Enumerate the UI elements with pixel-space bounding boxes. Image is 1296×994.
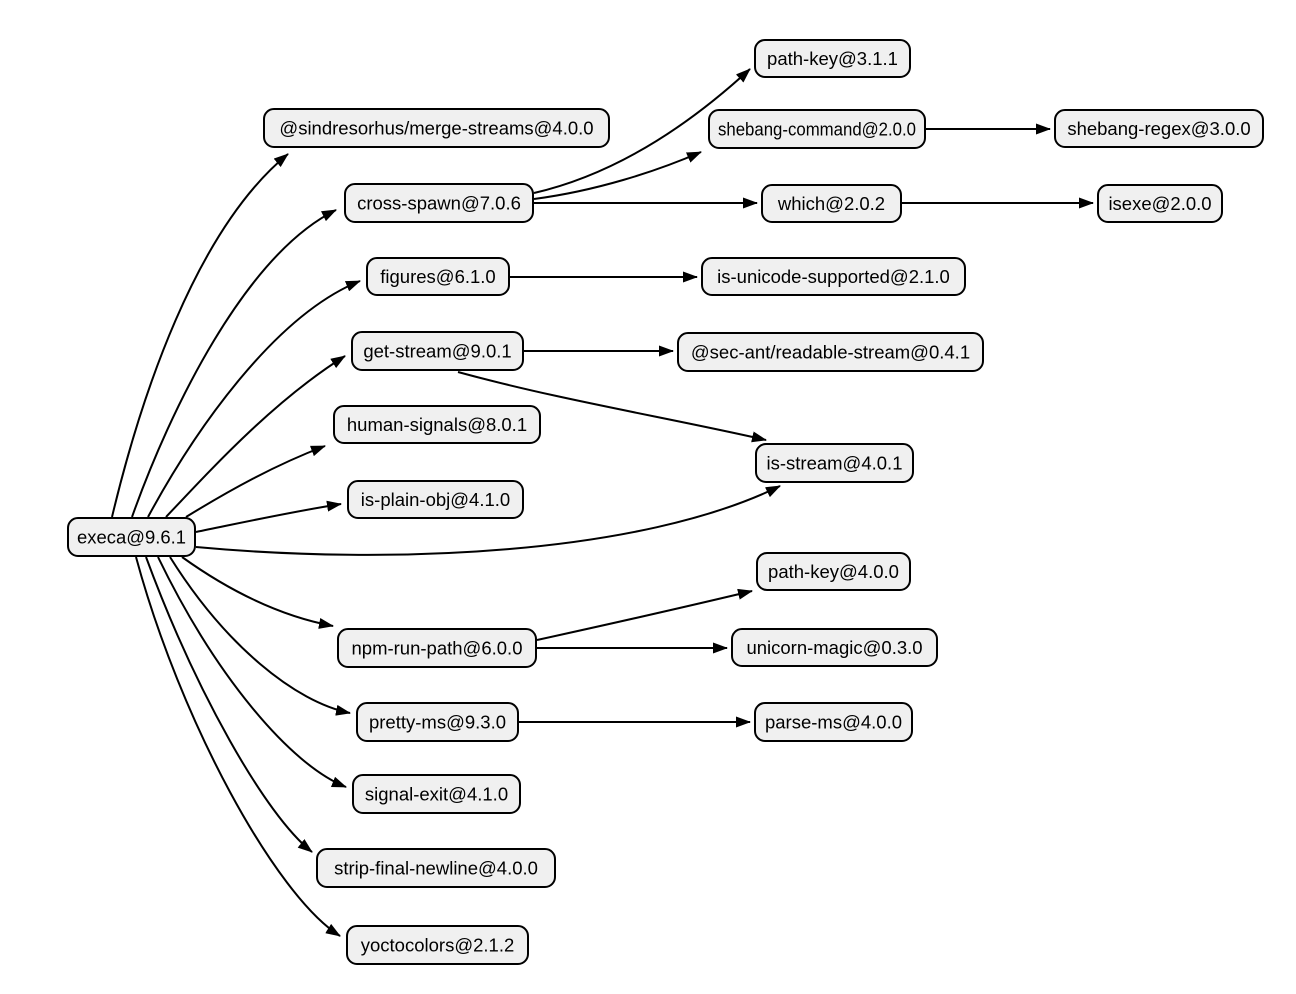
- node-label: figures@6.1.0: [380, 266, 495, 287]
- node-box[interactable]: [754, 702, 913, 742]
- graph-node-npm-run-path[interactable]: npm-run-path@6.0.0: [337, 628, 537, 668]
- graph-node-path-key-4[interactable]: path-key@4.0.0: [756, 552, 911, 591]
- graph-node-shebang-regex[interactable]: shebang-regex@3.0.0: [1054, 109, 1264, 148]
- node-box[interactable]: [263, 108, 610, 148]
- node-label: pretty-ms@9.3.0: [369, 712, 506, 733]
- node-label: execa@9.6.1: [77, 527, 186, 548]
- edge-get-stream-to-is-stream: [457, 371, 767, 443]
- node-label: yoctocolors@2.1.2: [361, 935, 515, 956]
- graph-node-unicorn-magic[interactable]: unicorn-magic@0.3.0: [731, 628, 938, 667]
- graph-node-path-key-3[interactable]: path-key@3.1.1: [754, 39, 911, 78]
- node-box[interactable]: [761, 184, 902, 223]
- node-box[interactable]: [346, 925, 529, 965]
- node-label: npm-run-path@6.0.0: [352, 638, 523, 659]
- graph-node-is-unicode-supported[interactable]: is-unicode-supported@2.1.0: [701, 257, 966, 296]
- node-label: @sec-ant/readable-stream@0.4.1: [691, 342, 970, 363]
- node-box[interactable]: [337, 628, 537, 668]
- node-box[interactable]: [755, 443, 914, 483]
- graph-node-execa[interactable]: execa@9.6.1: [67, 517, 196, 557]
- graph-node-cross-spawn[interactable]: cross-spawn@7.0.6: [344, 183, 534, 223]
- node-box[interactable]: [708, 109, 926, 149]
- node-label: which@2.0.2: [777, 193, 885, 214]
- graph-node-shebang-command[interactable]: shebang-command@2.0.0: [708, 109, 926, 149]
- edge-execa-to-strip-final-newline: [145, 556, 313, 853]
- node-label: path-key@4.0.0: [768, 561, 899, 582]
- node-box[interactable]: [366, 257, 510, 296]
- edge-execa-to-yoctocolors: [135, 556, 341, 937]
- node-label: get-stream@9.0.1: [363, 341, 511, 362]
- node-box[interactable]: [1054, 109, 1264, 148]
- edge-execa-to-is-stream: [195, 485, 781, 556]
- node-label: shebang-command@2.0.0: [718, 119, 916, 140]
- edge-execa-to-cross-spawn: [131, 209, 337, 518]
- graph-node-sec-ant-readable-stream[interactable]: @sec-ant/readable-stream@0.4.1: [677, 332, 984, 372]
- graph-node-figures[interactable]: figures@6.1.0: [366, 257, 510, 296]
- node-box[interactable]: [351, 331, 524, 371]
- node-box[interactable]: [344, 183, 534, 223]
- node-box[interactable]: [756, 552, 911, 591]
- graph-node-is-plain-obj[interactable]: is-plain-obj@4.1.0: [347, 480, 524, 519]
- node-label: @sindresorhus/merge-streams@4.0.0: [279, 118, 593, 139]
- edge-execa-to-signal-exit: [157, 556, 347, 788]
- edge-execa-to-is-plain-obj: [195, 500, 342, 533]
- node-box[interactable]: [754, 39, 911, 78]
- graph-node-strip-final-newline[interactable]: strip-final-newline@4.0.0: [316, 848, 556, 888]
- graph-nodes: execa@9.6.1 @sindresorhus/merge-streams@4…: [67, 39, 1264, 965]
- node-box[interactable]: [316, 848, 556, 888]
- node-label: strip-final-newline@4.0.0: [334, 858, 538, 879]
- edge-execa-to-figures: [147, 280, 361, 518]
- node-label: cross-spawn@7.0.6: [357, 193, 521, 214]
- node-box[interactable]: [677, 332, 984, 372]
- graph-node-get-stream[interactable]: get-stream@9.0.1: [351, 331, 524, 371]
- node-label: is-unicode-supported@2.1.0: [717, 266, 950, 287]
- node-box[interactable]: [352, 774, 521, 814]
- node-box[interactable]: [333, 405, 541, 444]
- node-box[interactable]: [356, 702, 519, 742]
- node-box[interactable]: [347, 480, 524, 519]
- node-label: signal-exit@4.1.0: [365, 784, 508, 805]
- graph-node-which[interactable]: which@2.0.2: [761, 184, 902, 223]
- edge-cross-spawn-to-shebang-command: [533, 151, 702, 200]
- node-label: is-plain-obj@4.1.0: [361, 489, 510, 510]
- node-label: shebang-regex@3.0.0: [1067, 118, 1250, 139]
- edge-npm-run-path-to-path-key-4: [536, 588, 753, 641]
- edge-execa-to-sindresorhus-merge-streams: [111, 153, 289, 518]
- node-label: human-signals@8.0.1: [347, 414, 527, 435]
- graph-edges: [111, 68, 1094, 937]
- edge-execa-to-human-signals: [185, 445, 326, 518]
- node-label: path-key@3.1.1: [767, 48, 898, 69]
- graph-node-pretty-ms[interactable]: pretty-ms@9.3.0: [356, 702, 519, 742]
- edge-execa-to-get-stream: [165, 355, 346, 518]
- graph-node-parse-ms[interactable]: parse-ms@4.0.0: [754, 702, 913, 742]
- graph-node-human-signals[interactable]: human-signals@8.0.1: [333, 405, 541, 444]
- node-label: is-stream@4.0.1: [767, 453, 903, 474]
- graph-node-is-stream[interactable]: is-stream@4.0.1: [755, 443, 914, 483]
- graph-node-isexe[interactable]: isexe@2.0.0: [1097, 184, 1223, 223]
- graph-node-sindresorhus-merge-streams[interactable]: @sindresorhus/merge-streams@4.0.0: [263, 108, 610, 148]
- node-box[interactable]: [701, 257, 966, 296]
- edge-execa-to-npm-run-path: [181, 556, 334, 629]
- graph-node-signal-exit[interactable]: signal-exit@4.1.0: [352, 774, 521, 814]
- node-label: parse-ms@4.0.0: [765, 712, 902, 733]
- graph-node-yoctocolors[interactable]: yoctocolors@2.1.2: [346, 925, 529, 965]
- node-label: isexe@2.0.0: [1108, 193, 1211, 214]
- node-box[interactable]: [1097, 184, 1223, 223]
- node-box[interactable]: [731, 628, 938, 667]
- edge-execa-to-pretty-ms: [169, 556, 351, 716]
- node-box[interactable]: [67, 517, 196, 557]
- edge-cross-spawn-to-path-key-3: [533, 68, 751, 194]
- node-label: unicorn-magic@0.3.0: [746, 637, 922, 658]
